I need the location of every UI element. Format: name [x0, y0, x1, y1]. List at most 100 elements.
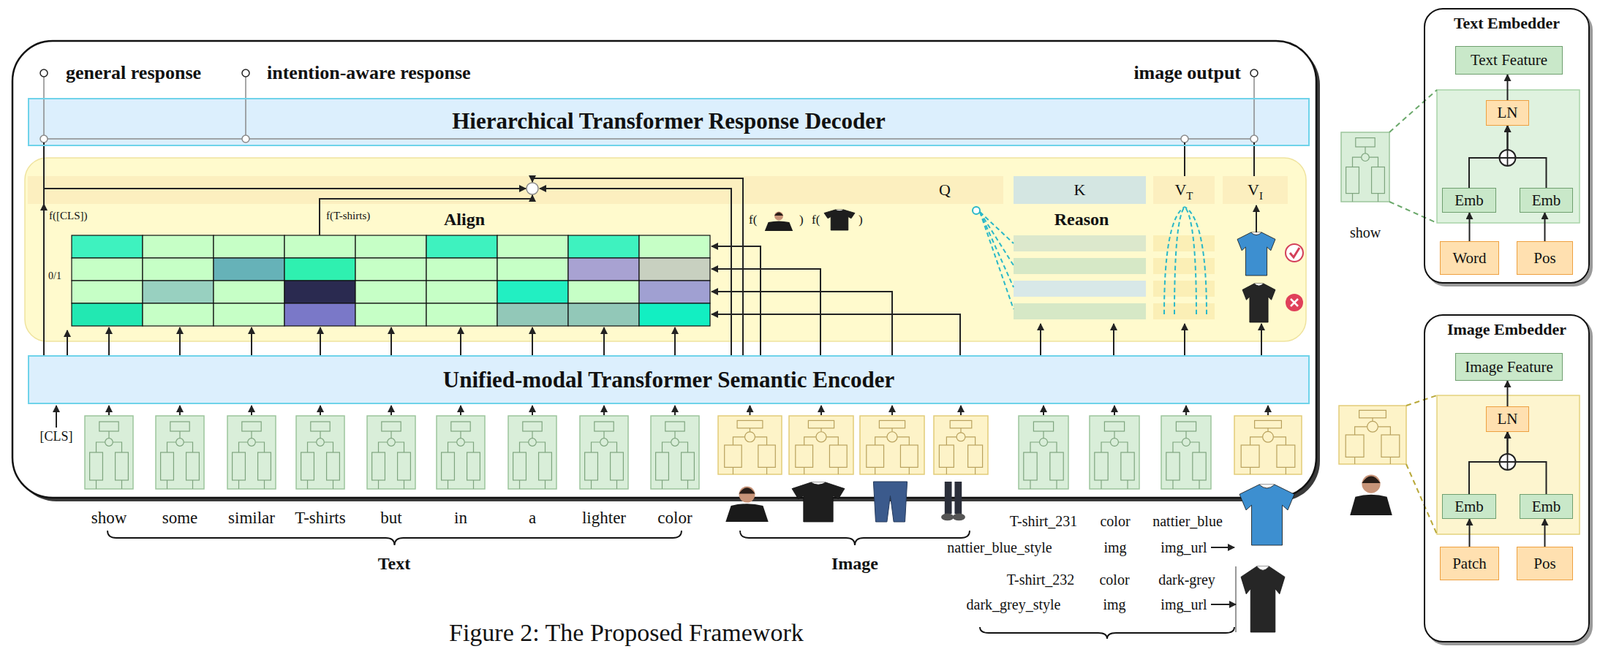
image-value-arrow	[1255, 205, 1258, 233]
embedder-icon-part	[1249, 467, 1251, 475]
embed-arrow	[319, 405, 322, 416]
embedder-icon-part	[607, 442, 617, 453]
label: show	[91, 508, 128, 528]
embedder-icon-part	[166, 480, 168, 490]
label: Reason	[1054, 209, 1110, 231]
embedder-icon-part	[263, 480, 265, 490]
node-label: Emb	[1531, 497, 1562, 516]
embedder-icon-part	[1273, 437, 1286, 446]
person-body	[764, 221, 793, 232]
alignment-cell	[639, 280, 711, 304]
embedder-icon-part	[1285, 467, 1287, 475]
alignment-cell	[142, 280, 214, 304]
embedder-icon-part	[387, 438, 396, 447]
image-row-arrow	[711, 291, 893, 356]
alignment-cell	[213, 258, 285, 281]
kb-arrow	[1039, 323, 1042, 356]
embed-arrow	[390, 405, 392, 416]
main-frame	[12, 40, 1317, 498]
embedder-icon	[1089, 416, 1140, 490]
embedder-icon-part	[170, 421, 190, 432]
sum-symbol	[1499, 149, 1516, 166]
cross-mark	[1290, 299, 1298, 307]
embedder-icon-part	[192, 480, 194, 490]
attention-line	[979, 212, 1014, 288]
embedder-icon-part	[878, 420, 905, 428]
node-text-group: Emb	[1531, 497, 1562, 517]
node-text-group: K	[1074, 180, 1086, 200]
node-text-group: Pos	[1533, 555, 1556, 574]
label: Text	[378, 554, 411, 575]
connector	[1469, 212, 1471, 242]
kb-arrow	[1112, 323, 1115, 356]
embed-arrow	[1042, 405, 1045, 416]
embedder-icon-part	[258, 452, 272, 481]
person-head	[774, 212, 784, 221]
decoder-band: Hierarchical Transformer Response Decode…	[27, 97, 1310, 147]
embedder-icon	[579, 416, 629, 490]
embedder-icon-part	[766, 467, 768, 475]
connector	[43, 204, 45, 356]
embedder-icon-part	[1367, 421, 1379, 433]
embedder-icon-part	[310, 421, 330, 432]
embedder-icon-part	[464, 442, 474, 453]
label: nattier_blue_style	[946, 539, 1052, 557]
cls-arrow	[55, 405, 58, 428]
embedder-icon-part	[891, 428, 893, 433]
input-box: Patch	[1439, 546, 1500, 581]
embedder-icon-part	[301, 452, 315, 481]
label: img	[1102, 596, 1126, 614]
feature-box: Image Feature	[1455, 353, 1563, 381]
embedder-icon-part	[1390, 457, 1391, 465]
embedder-icon-part	[1361, 153, 1370, 162]
url-arrow	[1210, 604, 1236, 606]
decoder-node	[1250, 135, 1258, 143]
embedder-icon-part	[239, 442, 248, 453]
embedder-icon-part	[804, 437, 817, 446]
embedder-icon-part	[900, 445, 918, 468]
output-terminal	[40, 69, 48, 77]
embedder-icon-part	[105, 438, 114, 447]
alignment-cell	[213, 235, 285, 259]
embedder-icon-part	[121, 480, 123, 490]
label: image output	[1133, 62, 1241, 85]
embedder-icon	[367, 416, 416, 490]
subscript: T	[1186, 190, 1193, 202]
embed-arrow	[1113, 405, 1116, 416]
embedder-icon-part	[531, 431, 533, 439]
label: Align	[443, 209, 485, 231]
embedder-icon-part	[1192, 452, 1206, 481]
embedder-icon-part	[1254, 420, 1282, 428]
reason-key-bar	[1013, 280, 1146, 297]
image-row-arrow	[711, 269, 821, 356]
query-band-fill	[27, 176, 1004, 205]
embedder-icon-part	[467, 452, 481, 481]
label: f(T-shirts)	[326, 209, 371, 223]
embedder-icon-part	[1346, 167, 1360, 194]
embed-arrow	[179, 405, 181, 416]
embedder-icon-part	[186, 452, 200, 481]
label: a	[528, 508, 537, 528]
embedder-icon-part	[1050, 452, 1064, 481]
tshirt-image	[1242, 283, 1276, 323]
subscript: I	[1259, 190, 1263, 202]
embedder-icon-part	[603, 431, 605, 439]
alignment-cell	[142, 235, 214, 259]
embedder-region	[1436, 395, 1580, 535]
embedder-icon-part	[1345, 435, 1364, 458]
embedder-icon-part	[96, 442, 106, 453]
embedder-icon-part	[1262, 431, 1274, 443]
label: img_url	[1160, 539, 1207, 557]
embedder-icon-part	[616, 480, 618, 490]
embed-arrow	[960, 405, 962, 416]
embedder-icon-part	[1189, 442, 1200, 453]
token-arrow	[674, 327, 676, 356]
zoom-line	[1389, 201, 1437, 224]
label: color	[657, 508, 692, 528]
node-text-group: Emb	[1531, 191, 1562, 210]
token-arrow	[603, 327, 605, 356]
feature-box: Emb	[1442, 494, 1497, 520]
token-arrow	[319, 327, 322, 356]
sum-symbol	[1499, 454, 1516, 471]
embedder-icon	[789, 416, 854, 475]
